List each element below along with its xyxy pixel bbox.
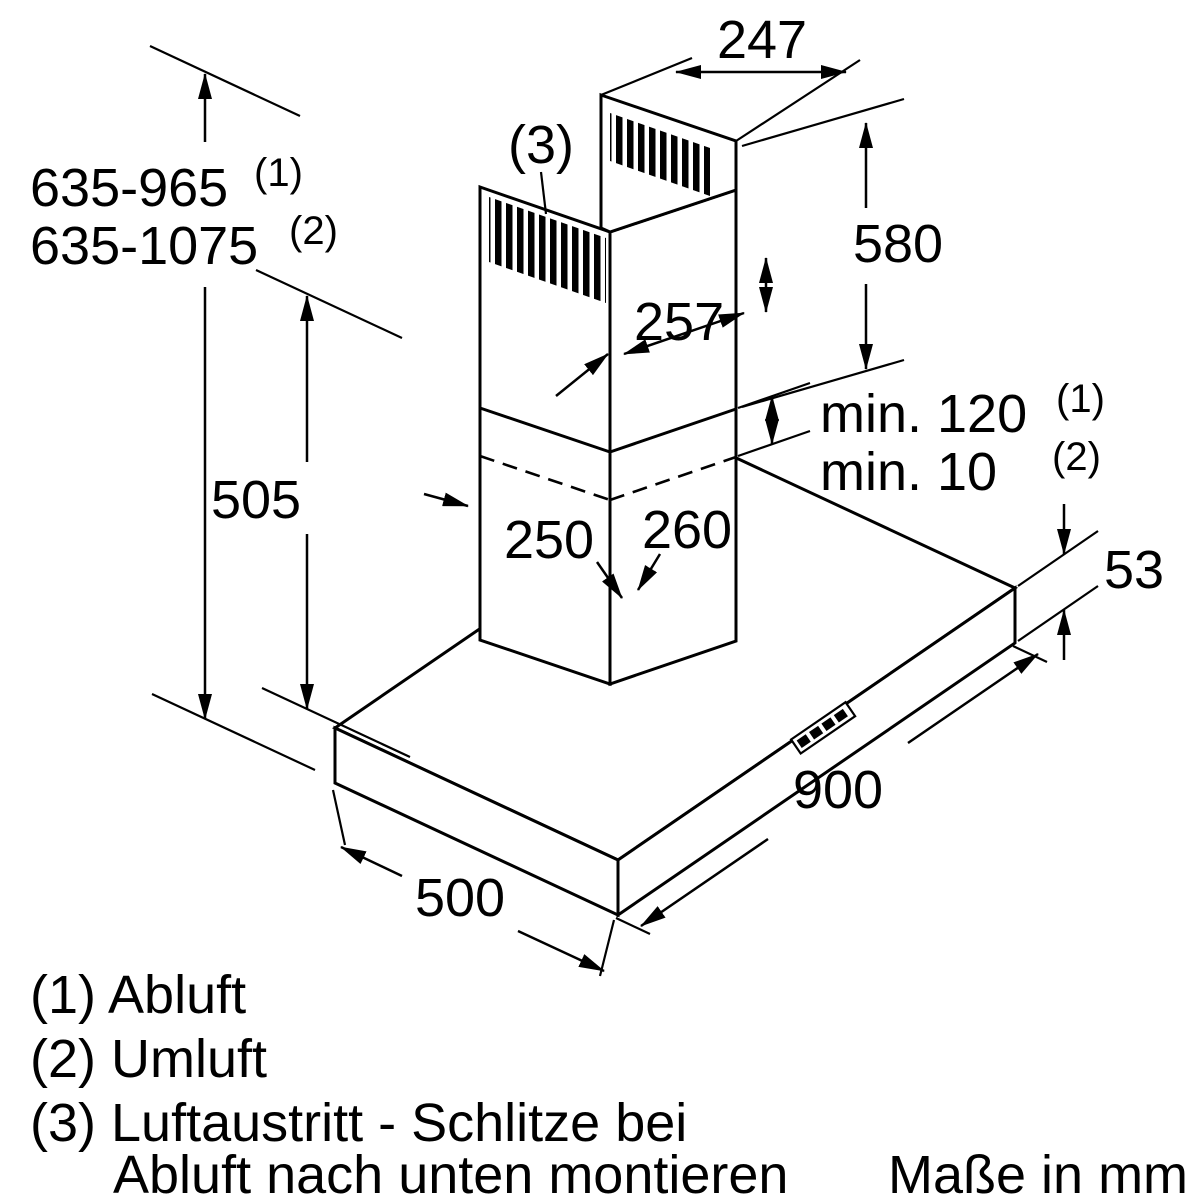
control-button	[821, 717, 836, 731]
height-range-1-label: 635-965	[30, 158, 228, 218]
overlap-1-ref: (1)	[1056, 377, 1105, 421]
air-outlet-slots-right	[610, 113, 710, 196]
height-range-1-ref: (1)	[254, 151, 303, 195]
overlap-2-ref: (2)	[1052, 435, 1101, 479]
legend-item-2: (2) Umluft	[30, 1029, 267, 1089]
legend-item-1: (1) Abluft	[30, 965, 246, 1025]
duct-junction-line-front	[609, 407, 737, 454]
dim-upper-duct-height: 580	[741, 97, 943, 409]
dim-body-width: 900	[615, 645, 1048, 935]
dim-total-height: 635-965 (1) 635-1075 (2)	[30, 45, 338, 771]
callout-air-outlet: (3)	[508, 115, 574, 215]
dim-53-label: 53	[1104, 540, 1164, 600]
dim-500-label: 500	[415, 868, 505, 928]
units-note: Maße in mm	[888, 1145, 1188, 1200]
overlap-1-label: min. 120	[820, 384, 1027, 444]
dim-top-depth: 247	[600, 10, 861, 142]
dim-duct-cross-section: 250 260	[423, 492, 732, 599]
control-button	[809, 725, 824, 740]
dim-250-label: 250	[504, 510, 594, 570]
dim-top-depth-label: 247	[717, 10, 807, 70]
dim-body-height: 53	[1017, 504, 1164, 660]
hood-front-face	[616, 585, 1017, 918]
hood-control-panel	[789, 700, 857, 756]
dim-580-label: 580	[853, 214, 943, 274]
dim-257-label: 257	[634, 292, 724, 352]
duct-junction-line-left	[479, 406, 611, 454]
legend: (1) Abluft (2) Umluft (3) Luftaustritt -…	[30, 965, 1188, 1200]
height-range-2-label: 635-1075	[30, 216, 258, 276]
control-button	[833, 708, 848, 723]
dim-260-label: 260	[642, 500, 732, 560]
dim-body-depth: 500	[331, 789, 616, 977]
dim-505-label: 505	[211, 470, 301, 530]
control-button	[796, 734, 811, 748]
chimney-front-face	[608, 187, 738, 687]
legend-item-3: (3) Luftaustritt - Schlitze bei	[30, 1093, 687, 1153]
callout-3-label: (3)	[508, 115, 574, 175]
dim-900-label: 900	[793, 760, 883, 820]
duct-overlap-dashed-front	[609, 455, 737, 502]
legend-item-3-continuation: Abluft nach unten montieren	[113, 1145, 788, 1200]
dim-overlap: min. 120 (1) min. 10 (2)	[737, 377, 1105, 502]
overlap-2-label: min. 10	[820, 442, 997, 502]
air-outlet-slots-left	[489, 197, 606, 303]
height-range-2-ref: (2)	[289, 209, 338, 253]
chimney-duct	[478, 92, 738, 687]
dim-lower-duct-height: 505	[211, 269, 411, 758]
dim-upper-duct-depth: 257	[555, 257, 773, 397]
